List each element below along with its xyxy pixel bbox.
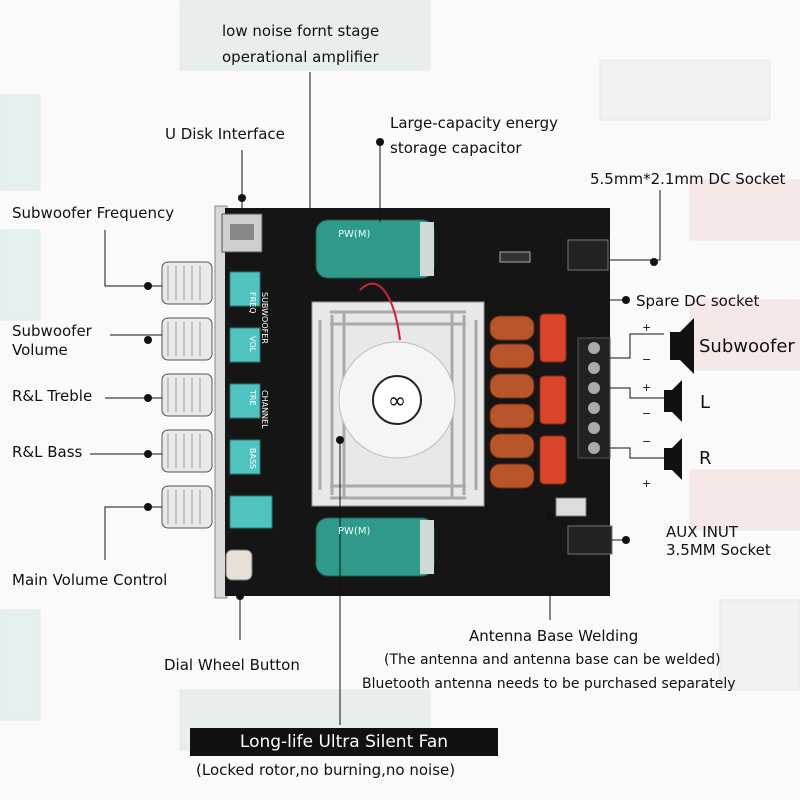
knob-main-volume — [161, 485, 213, 529]
label-sub-freq: Subwoofer Frequency — [12, 204, 175, 222]
antenna-base — [555, 497, 587, 517]
subwoofer-speaker-icon — [670, 318, 694, 374]
label-dial-wheel: Dial Wheel Button — [164, 656, 300, 674]
svg-text:∞: ∞ — [388, 389, 406, 414]
diode — [499, 251, 531, 263]
coil-6 — [489, 463, 535, 489]
coil-2 — [489, 343, 535, 369]
coil-1 — [489, 315, 535, 341]
film-cap-3 — [539, 435, 567, 485]
pot-block-3 — [229, 383, 261, 419]
label-antenna-note1: (The antenna and antenna base can be wel… — [384, 652, 721, 668]
pot-block-4 — [229, 439, 261, 475]
label-aux-line1: AUX INUT — [666, 523, 739, 541]
cap-brand-bottom: PW(M) — [338, 526, 371, 537]
left-speaker-icon — [664, 380, 682, 422]
label-low-noise-line1: low noise fornt stage — [222, 22, 380, 40]
label-antenna-title: Antenna Base Welding — [469, 627, 639, 645]
knob-subwoofer-volume — [161, 317, 213, 361]
label-spare-dc: Spare DC socket — [636, 292, 760, 310]
coil-3 — [489, 373, 535, 399]
label-fan-title: Long-life Ultra Silent Fan — [190, 728, 498, 756]
label-main-volume: Main Volume Control — [12, 571, 168, 589]
pot-block-2 — [229, 327, 261, 363]
label-u-disk: U Disk Interface — [165, 125, 285, 143]
polarity-6: + — [642, 477, 652, 490]
speaker-terminal-block — [577, 337, 611, 459]
film-cap-2 — [539, 375, 567, 425]
knob-treble — [161, 373, 213, 417]
cap-brand-top: PW(M) — [338, 229, 371, 240]
label-fan-note: (Locked rotor,no burning,no noise) — [196, 761, 456, 779]
fan-heatsink: ∞ — [311, 301, 485, 507]
board-print-vol: VOL — [248, 336, 257, 353]
right-speaker-icon — [664, 438, 682, 480]
board-print-channel: CHANNEL — [260, 390, 269, 429]
label-antenna-note2: Bluetooth antenna needs to be purchased … — [362, 676, 736, 692]
pot-block-5 — [229, 495, 273, 529]
polarity-1: + — [642, 321, 652, 334]
aux-socket — [567, 525, 613, 555]
coil-4 — [489, 403, 535, 429]
label-capacitor-line1: Large-capacity energy — [390, 114, 558, 132]
dial-wheel — [225, 549, 253, 581]
knob-subwoofer-frequency — [161, 261, 213, 305]
label-rl-bass: R&L Bass — [12, 443, 83, 461]
board-print-bass: BASS — [248, 448, 257, 470]
label-aux-line2: 3.5MM Socket — [666, 541, 771, 559]
polarity-2: − — [642, 353, 652, 366]
capacitor-top — [315, 219, 435, 279]
pot-block-1 — [229, 271, 261, 307]
label-capacitor-line2: storage capacitor — [390, 139, 522, 157]
polarity-5: − — [642, 435, 652, 448]
capacitor-bottom — [315, 517, 435, 577]
polarity-4: − — [642, 407, 652, 420]
polarity-3: + — [642, 381, 652, 394]
label-left-output: L — [700, 392, 711, 413]
coil-5 — [489, 433, 535, 459]
label-sub-vol-line1: Subwoofer — [12, 322, 92, 340]
label-right-output: R — [699, 448, 712, 469]
label-sub-vol-line2: Volume — [12, 341, 68, 359]
dc-socket — [567, 239, 609, 271]
label-subwoofer-output: Subwoofer — [699, 336, 795, 357]
label-dc-socket: 5.5mm*2.1mm DC Socket — [590, 170, 786, 188]
film-cap-1 — [539, 313, 567, 363]
label-low-noise-line2: operational amplifier — [222, 48, 379, 66]
label-rl-treble: R&L Treble — [12, 387, 93, 405]
knob-bass — [161, 429, 213, 473]
